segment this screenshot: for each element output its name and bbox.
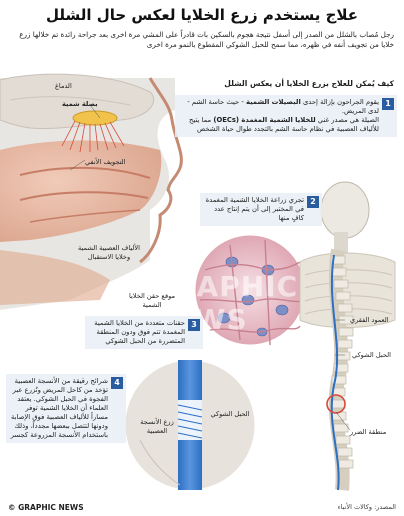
nerve-fibers-shape [61, 120, 125, 153]
nasal-tissue [0, 140, 162, 242]
vertebral-column-shape [326, 248, 354, 491]
step-number: 3 [188, 319, 200, 331]
step-4: 4 شرائح رقيقة من الأنسجة العصبية تؤخذ من… [6, 374, 126, 443]
label-olfactory-bulb: بصلة شمية [62, 100, 98, 108]
step-number: 4 [111, 377, 123, 389]
label-injection-site: موقع حقن الخلايا الشمية [128, 292, 176, 309]
label-nerve-fibers: الألياف العصبية الشمية وخلايا الاستقبال [78, 244, 140, 261]
step-3: 3 حقنات متعددة من الخلايا الشمية المغمدة… [85, 316, 203, 349]
spinal-cord-line [330, 254, 340, 491]
step-1: 1 يقوم الجراحون بإزالة إحدى البصيلات الش… [175, 95, 397, 137]
intro-text: رجل مُصاب بالشلل من الصدر إلى أسفل نتيجة… [19, 30, 394, 49]
label-injury-area: منطقة الضرر [350, 428, 387, 436]
step-number: 2 [307, 196, 319, 208]
face-profile [139, 77, 183, 264]
credit: © GRAPHIC NEWS [8, 503, 84, 512]
source: المصدر: وكالات الأنباء [337, 503, 396, 511]
label-brain: الدماغ [55, 82, 72, 90]
step-number: 1 [382, 98, 394, 110]
label-spinal-cord: الحبل الشوكي [352, 351, 391, 359]
label-nasal-cavity: التجويف الأنفي [85, 158, 126, 166]
label-vertebral-column: العمود الفقري [350, 316, 389, 324]
step-2: 2 تجري زراعة الخلايا الشمية المغمدة في ا… [200, 193, 322, 226]
label-spinal-cord-inset: الحبل الشوكي [210, 410, 250, 418]
label-graft-tissue: زرع الأنسجة العصبية [140, 418, 174, 435]
page-title: علاج يستخدم زرع الخلايا لعكس حال الشلل [45, 6, 359, 24]
injury-marker [326, 394, 346, 414]
skeleton-figure [299, 181, 396, 328]
subhead: كيف يُمكن للعلاج بزرع الخلايا أن يعكس ال… [224, 79, 394, 88]
